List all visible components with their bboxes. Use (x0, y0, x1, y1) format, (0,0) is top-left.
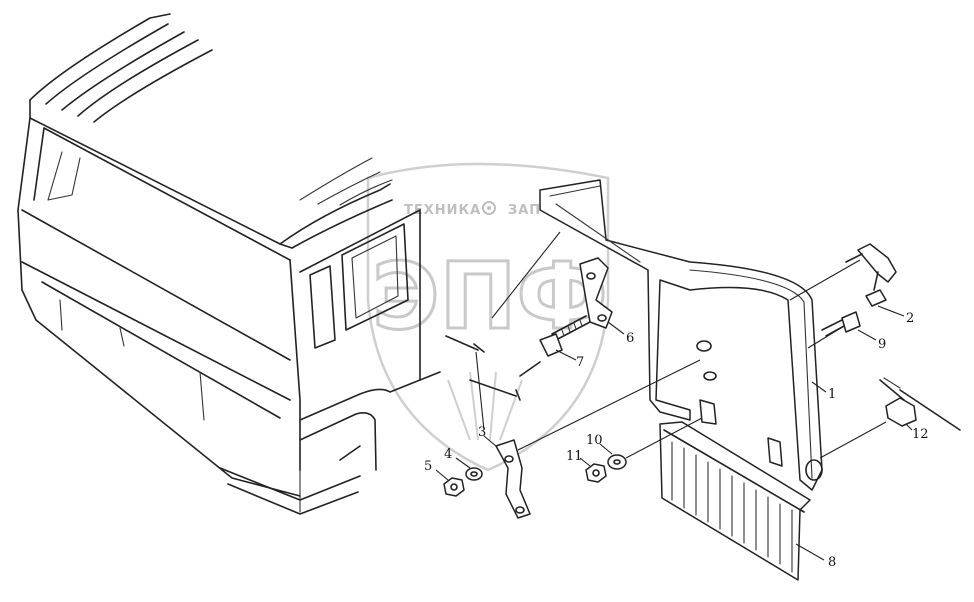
callouts: 1 2 3 4 5 6 7 8 9 10 11 12 (424, 305, 929, 570)
cab-studs (445, 335, 541, 401)
fender-part-1 (539, 179, 823, 491)
callout-1: 1 (828, 387, 836, 402)
bracket-part-6 (579, 257, 613, 329)
nut-part-11 (585, 463, 607, 483)
callout-6: 6 (626, 331, 634, 346)
washer-part-4 (465, 467, 483, 481)
callout-9: 9 (878, 337, 886, 352)
watermark-text-left: ТЕХНИКА (404, 203, 481, 218)
bracket-part-2 (845, 243, 897, 307)
washer-part-10 (607, 454, 627, 470)
truck-cab (17, 13, 441, 515)
bolt-part-9 (821, 311, 861, 337)
mudflap-ribs (671, 441, 793, 573)
mudflap-part-8 (659, 421, 811, 581)
callout-10: 10 (586, 433, 603, 448)
callout-12: 12 (912, 427, 929, 442)
callout-3: 3 (478, 425, 486, 440)
callout-2: 2 (906, 311, 914, 326)
nut-part-5 (443, 477, 465, 497)
bracket-part-3 (495, 439, 531, 519)
gear-icon (482, 201, 496, 215)
watermark-shield-outline (366, 162, 610, 472)
callout-11: 11 (566, 449, 583, 464)
callout-7: 7 (576, 355, 584, 370)
connector-part-12 (879, 377, 961, 431)
watermark-wheat-icon (447, 371, 523, 441)
assembly-lines (475, 231, 887, 459)
callout-8: 8 (828, 555, 836, 570)
callout-5: 5 (424, 459, 432, 474)
callout-4: 4 (444, 447, 452, 462)
